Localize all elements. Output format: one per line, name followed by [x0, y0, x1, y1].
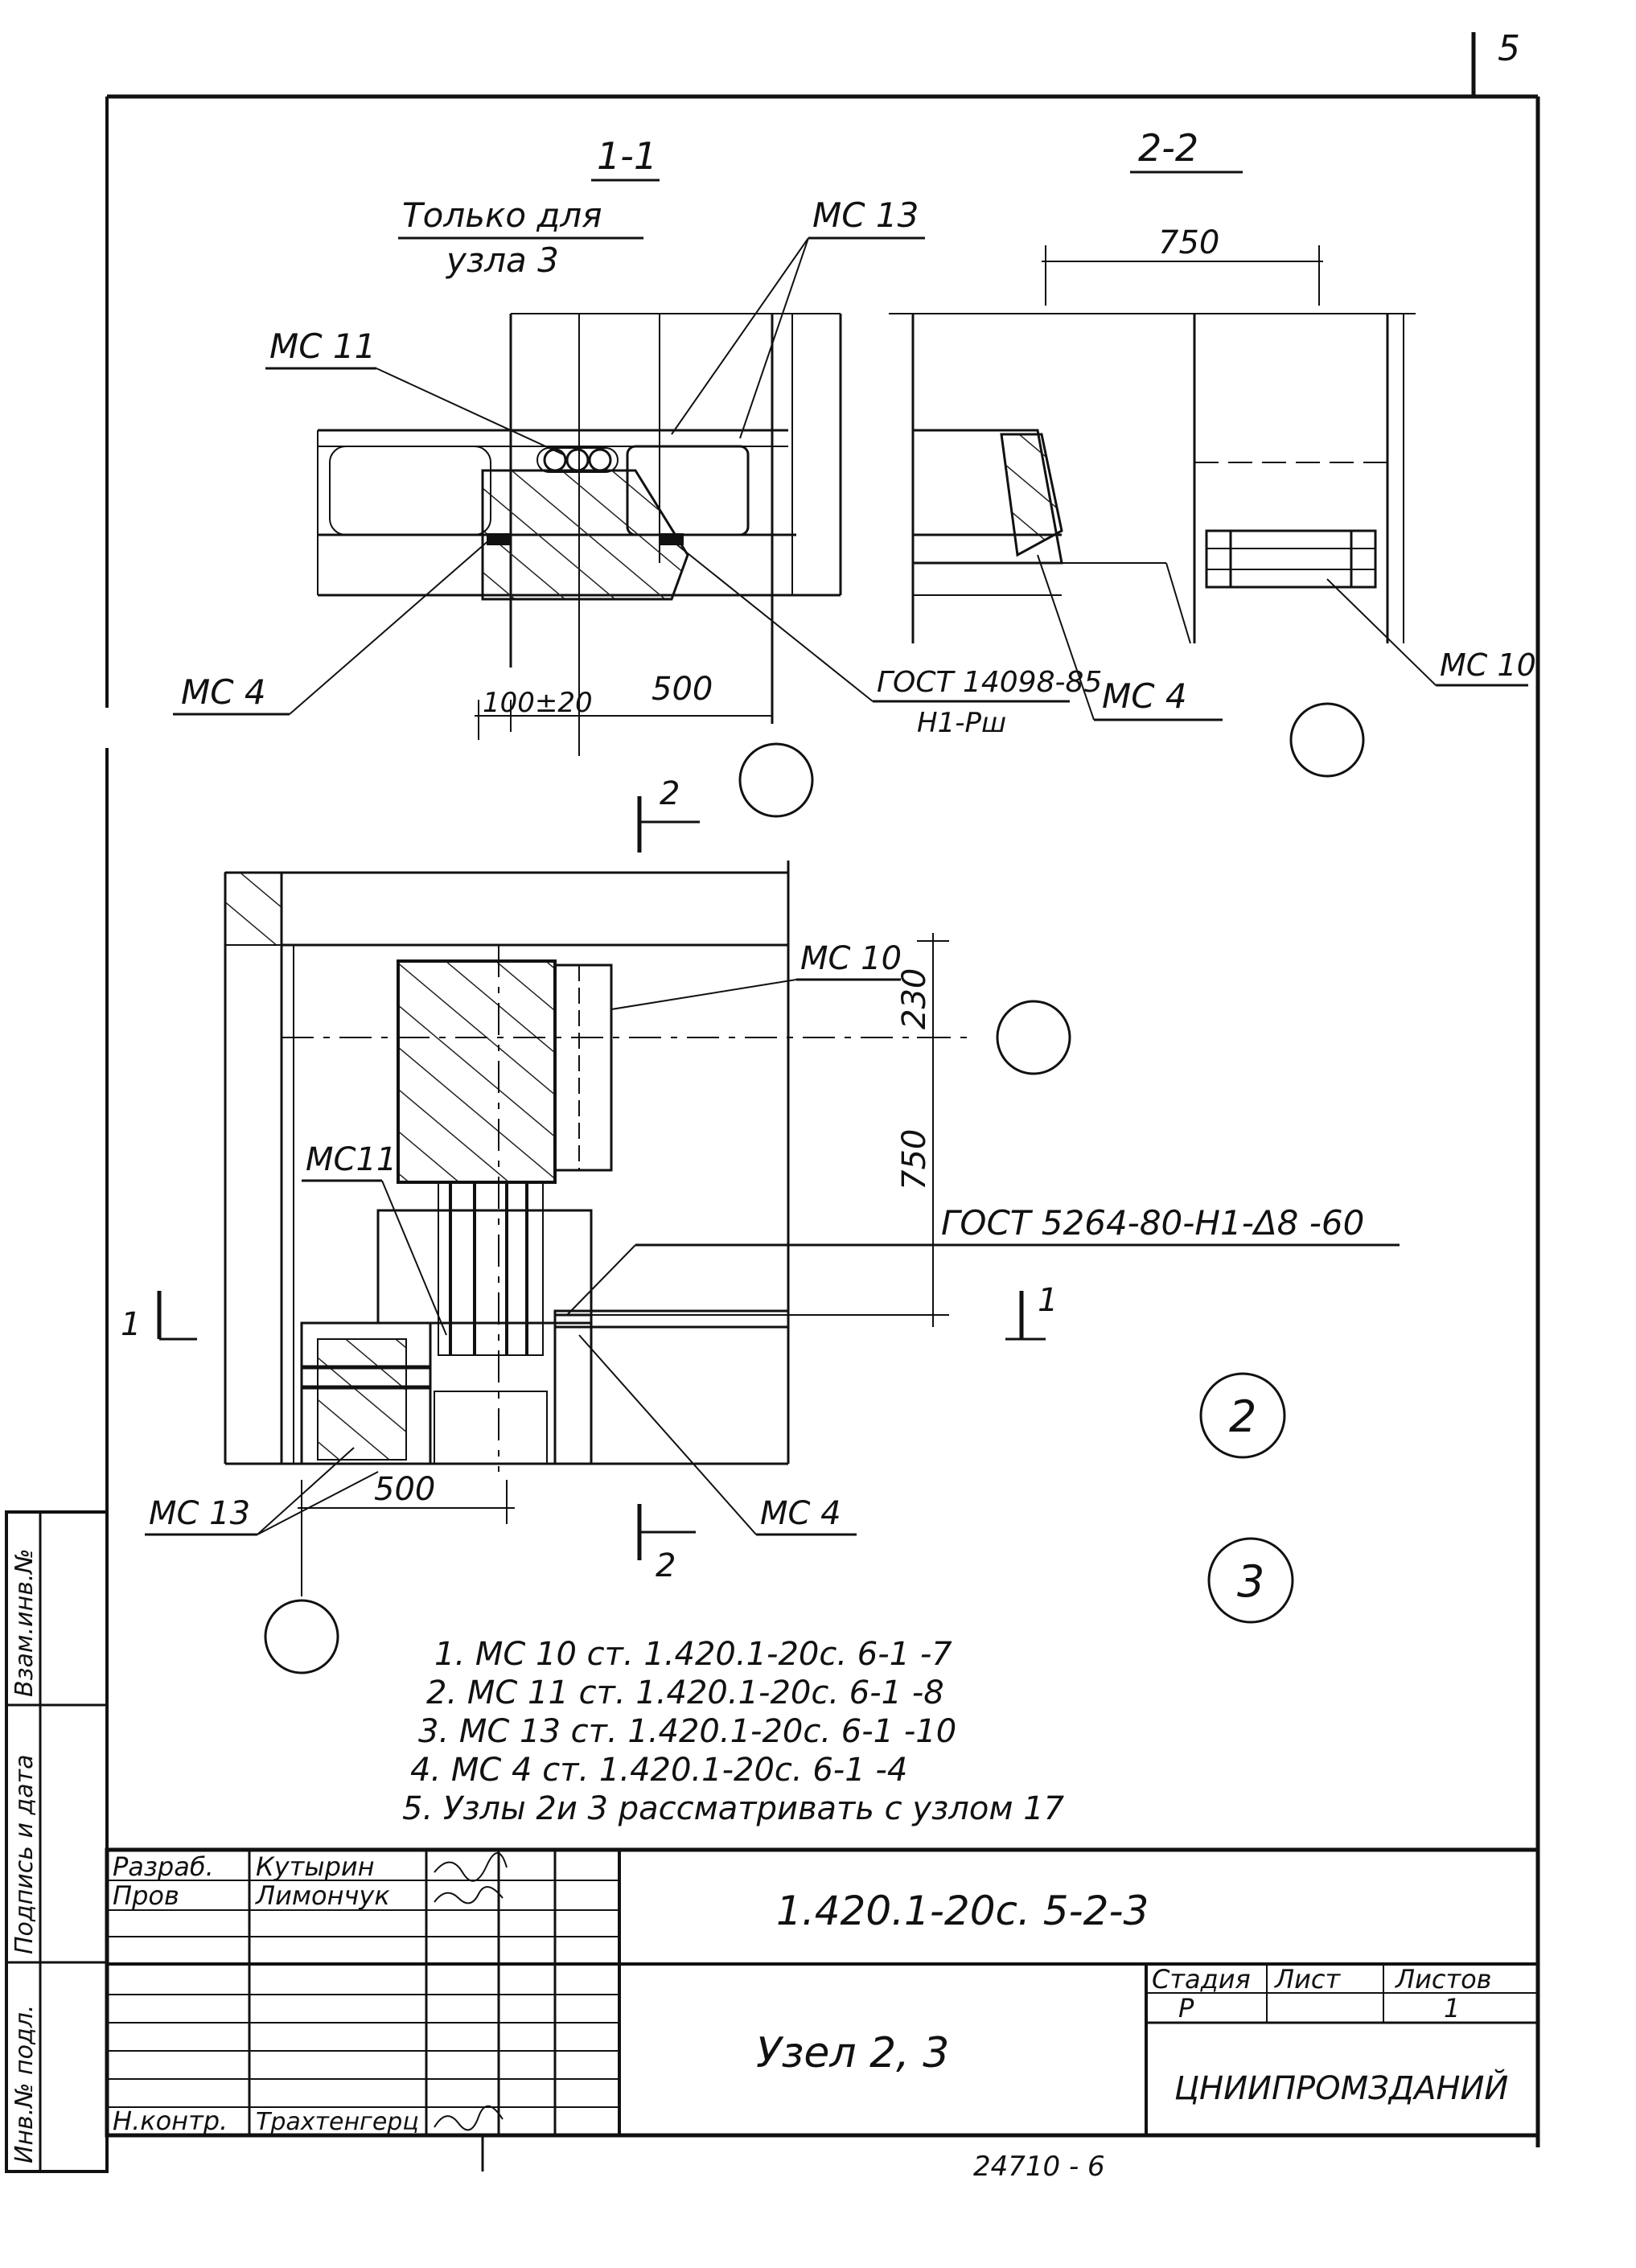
note-1: 1. МС 10 ст. 1.420.1-20с. 6-1 -7 — [434, 1636, 952, 1673]
cut-2-bottom: 2 — [656, 1547, 676, 1584]
tb-doc-code: 1.420.1-20с. 5-2-3 — [776, 1888, 1149, 1934]
s11-mc11-label: МС 11 — [269, 327, 376, 366]
note-4: 4. МС 4 ст. 1.420.1-20с. 6-1 -4 — [410, 1752, 907, 1789]
note-5: 5. Узлы 2и 3 рассматривать с узлом 17 — [402, 1790, 1065, 1827]
plan-dim-500: 500 — [374, 1471, 435, 1508]
signature-norm — [434, 2105, 504, 2131]
s11-gost: ГОСТ 14098-85 — [877, 666, 1102, 699]
tb-title: Узел 2, 3 — [756, 2029, 949, 2077]
tb-role-dev: Разраб. — [113, 1851, 214, 1882]
plan-mc10-label: МС 10 — [800, 940, 902, 977]
only-for-node-3-line2: узла 3 — [445, 240, 559, 280]
node-2-circle — [1199, 1372, 1286, 1459]
tb-name-dev: Кутырин — [256, 1851, 375, 1882]
tb-role-check: Пров — [113, 1880, 179, 1911]
side-stamp-inv: Инв.№ подл. — [10, 2005, 39, 2163]
tb-name-check: Лимончук — [255, 1880, 390, 1911]
plan-mc11-label: МС11 — [306, 1141, 397, 1178]
s11-gost-sub: Н1-Рш — [917, 707, 1006, 739]
tb-stage: Р — [1178, 1993, 1194, 2024]
section-1-1-label: 1-1 — [597, 134, 657, 178]
plan-mc13-label: МС 13 — [149, 1495, 250, 1532]
only-for-node-3-line1: Только для — [402, 195, 602, 235]
s22-mc4-label: МС 4 — [1102, 676, 1187, 716]
tb-sheets: 1 — [1444, 1993, 1460, 2024]
s11-dim-500: 500 — [652, 671, 713, 708]
node-3-number: 3 — [1237, 1556, 1264, 1607]
node-3-circle — [1207, 1537, 1294, 1624]
notes: 1. МС 10 ст. 1.420.1-20с. 6-1 -7 2. МС 1… — [402, 1636, 1065, 1827]
tb-name-norm: Трахтенгерц — [256, 2108, 419, 2136]
tb-sheet-hdr: Лист — [1274, 1964, 1341, 1995]
plan-mc4-label: МС 4 — [760, 1495, 841, 1532]
node-marker-1-1 — [738, 742, 814, 818]
tb-role-norm: Н.контр. — [113, 2106, 228, 2136]
node-marker-plan-left — [264, 1599, 339, 1674]
signature-check — [434, 1886, 504, 1904]
cut-2-top: 2 — [660, 775, 680, 812]
note-2: 2. МС 11 ст. 1.420.1-20с. 6-1 -8 — [426, 1674, 944, 1711]
plan-view: 2 2 1 1 — [121, 775, 1400, 1674]
section-2-2-label: 2-2 — [1138, 126, 1198, 170]
plan-dim-750: 750 — [896, 1129, 933, 1190]
plan-dim-230: 230 — [896, 968, 933, 1029]
s22-dim-750: 750 — [1158, 224, 1219, 261]
side-stamp: Инв.№ подл. Подпись и дата Взам.инв.№ — [5, 1510, 109, 2173]
note-3: 3. МС 13 ст. 1.420.1-20с. 6-1 -10 — [418, 1713, 956, 1750]
side-stamp-replace: Взам.инв.№ — [10, 1548, 39, 1697]
cut-1-left: 1 — [121, 1306, 141, 1343]
side-stamp-sign: Подпись и дата — [10, 1755, 39, 1955]
signature-dev — [434, 1852, 508, 1882]
node-marker-plan-right — [996, 1000, 1071, 1075]
s11-mc4-label: МС 4 — [181, 672, 266, 712]
node-marker-2-2 — [1289, 702, 1365, 778]
s22-mc10-label: МС 10 — [1440, 647, 1536, 683]
node-2-number: 2 — [1229, 1391, 1256, 1442]
section-2-2: 2-2 750 МС 4 МС 10 — [889, 126, 1536, 778]
tb-stage-hdr: Стадия — [1152, 1964, 1251, 1995]
section-1-1: 1-1 Только для узла 3 МС 13 МС 11 — [173, 134, 1102, 818]
bottom-number: 24710 - 6 — [973, 2151, 1105, 2183]
cut-1-right: 1 — [1038, 1282, 1058, 1319]
tb-sheets-hdr: Листов — [1395, 1964, 1492, 1995]
title-block: Разраб. Кутырин Пров Лимончук Н.контр. Т… — [105, 1847, 1540, 2138]
s11-mc13-label: МС 13 — [812, 195, 919, 235]
page-number: 5 — [1498, 28, 1520, 69]
tb-org: ЦНИИПРОМЗДАНИЙ — [1174, 2069, 1508, 2107]
s11-dim-100: 100±20 — [483, 687, 593, 719]
plan-gost: ГОСТ 5264-80-Н1-Δ8 -60 — [941, 1203, 1364, 1243]
